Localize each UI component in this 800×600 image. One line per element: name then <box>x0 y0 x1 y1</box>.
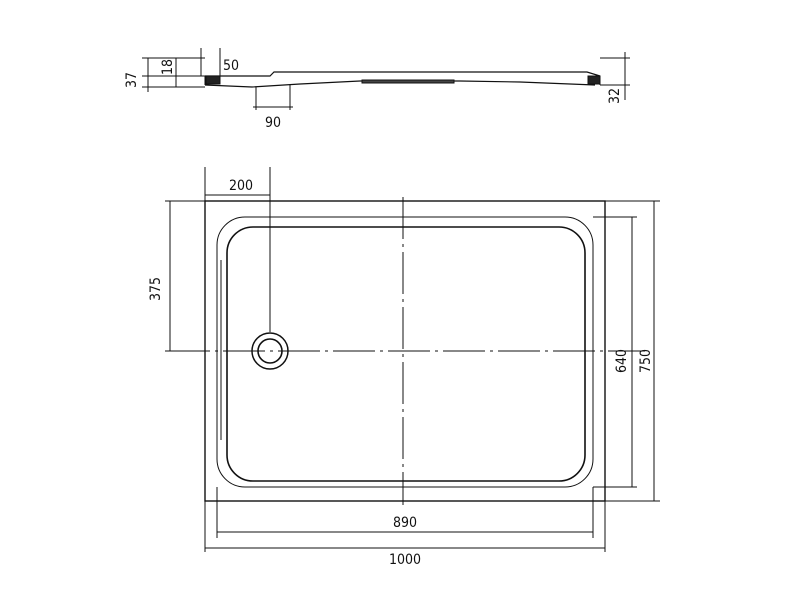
drain-outer-ring <box>251 332 289 370</box>
right-rim-block <box>587 75 601 85</box>
dim-200-lines <box>204 167 271 201</box>
dim-375-lines <box>165 200 205 352</box>
dim-890-label: 890 <box>393 515 417 531</box>
outlet-tube <box>255 84 291 107</box>
dim-890-lines <box>216 487 594 538</box>
dim-1000-label: 1000 <box>389 552 421 568</box>
dim-1000-lines <box>204 501 606 552</box>
side-profile-top <box>205 71 601 77</box>
basin-outer-outline <box>216 216 594 488</box>
dim-90-lines <box>253 106 293 110</box>
plan-view <box>168 197 645 505</box>
left-rim-block <box>205 75 221 85</box>
dim-750-label: 750 <box>638 349 654 373</box>
dim-90-label: 90 <box>265 115 281 131</box>
dim-37-label: 37 <box>124 72 140 88</box>
dim-18-label: 18 <box>160 59 176 75</box>
basin-inner-outline <box>226 226 586 482</box>
side-profile-bottom <box>204 80 596 88</box>
dim-750-lines <box>605 200 660 502</box>
dim-200-label: 200 <box>229 178 253 194</box>
dim-375-label: 375 <box>148 277 164 301</box>
dim-32-label: 32 <box>607 88 623 104</box>
dim-32-lines <box>600 52 630 100</box>
dim-640-label: 640 <box>614 349 630 373</box>
dim-50-label: 50 <box>223 58 239 74</box>
center-bottom-strip <box>361 79 455 84</box>
dim-640-lines <box>593 216 637 488</box>
drain <box>251 332 289 370</box>
plan-dimensions <box>165 167 660 552</box>
side-left-dim-lines <box>142 48 221 92</box>
side-view <box>142 48 630 110</box>
drain-inner-ring <box>257 338 283 364</box>
